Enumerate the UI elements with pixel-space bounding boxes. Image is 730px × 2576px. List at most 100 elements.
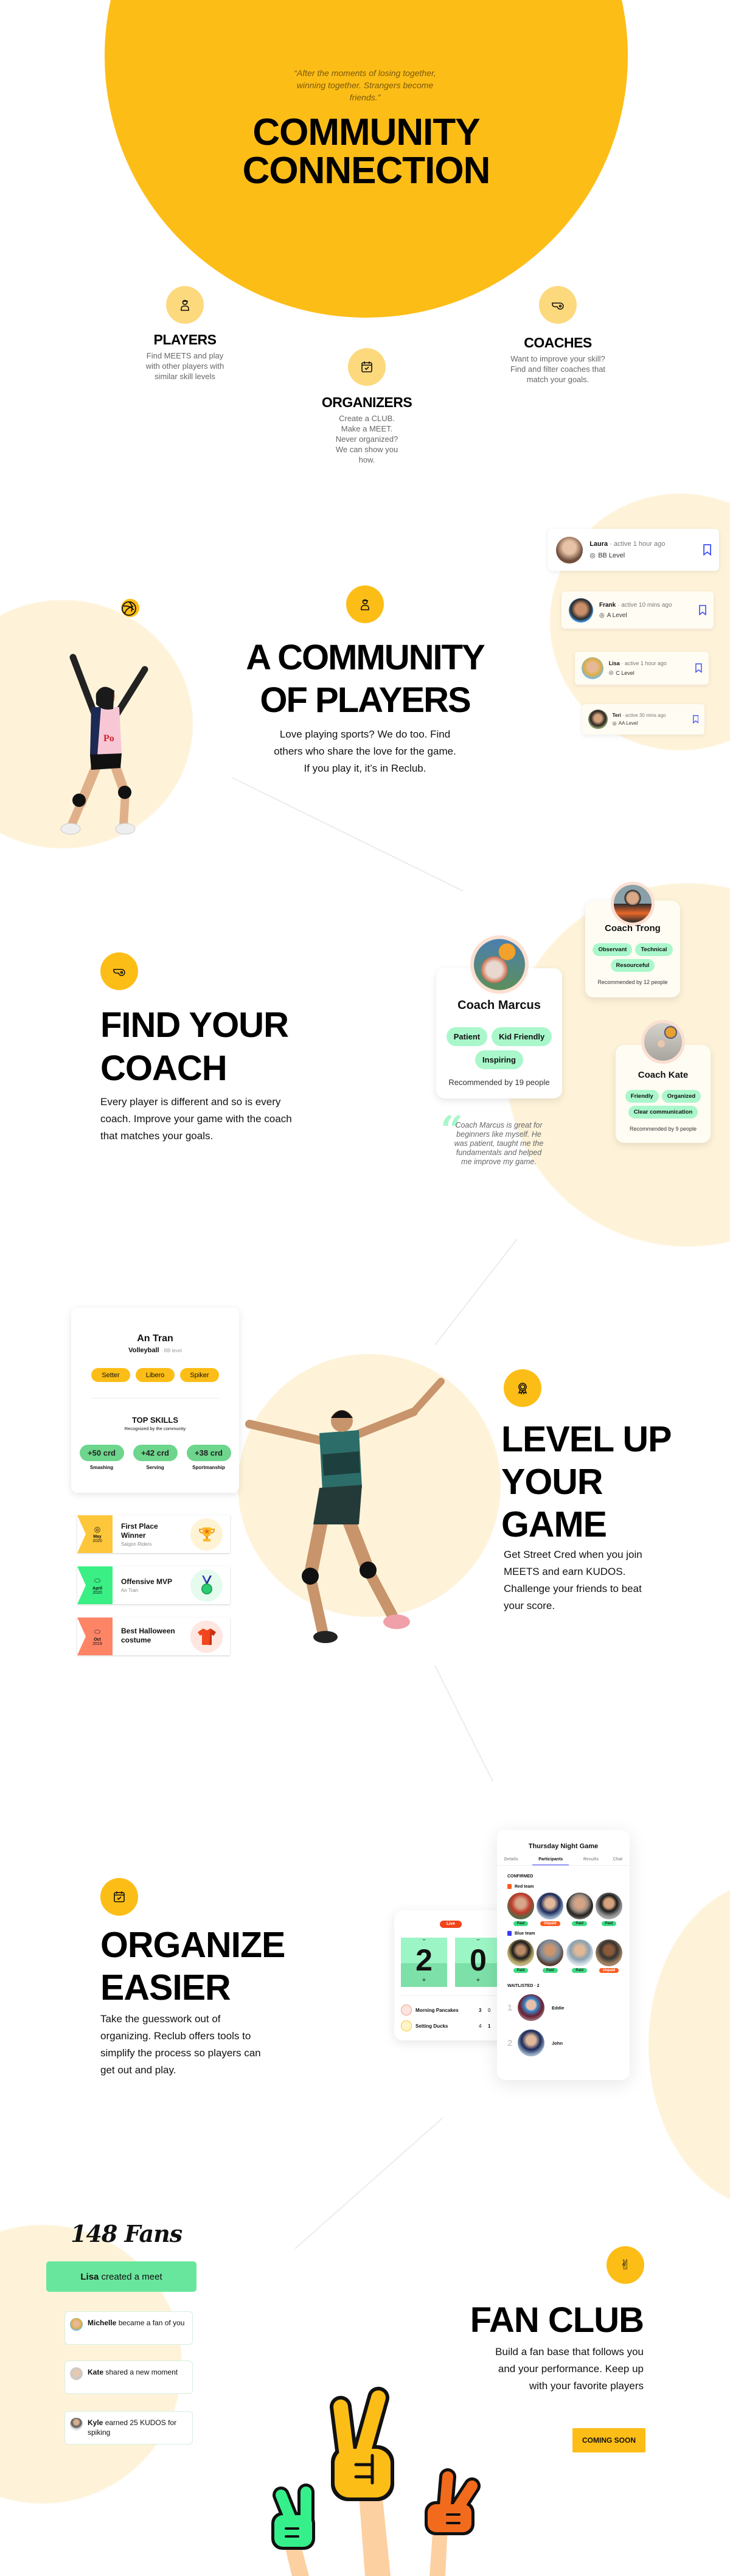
participant[interactable]: Paid [566, 1939, 593, 1973]
participant[interactable]: Unpaid [537, 1893, 564, 1926]
scoreboard-card[interactable]: Live − 2 + − 0 + Morning Pancakes 3 0 Se… [394, 1910, 508, 2040]
whistle-icon [113, 969, 125, 976]
coach-avatar [641, 1020, 685, 1064]
coach-title-line-1: FIND YOUR [100, 1005, 289, 1045]
away-score-box[interactable]: − 0 + [455, 1938, 501, 1987]
team-members: Paid Paid Paid Unpaid [507, 1939, 622, 1973]
coach-tag: Patient [446, 1027, 488, 1046]
coach-name: Coach Marcus [457, 999, 541, 1012]
waitlist-position: 2 [507, 2037, 513, 2048]
profile-sport-line: Volleyball · BB level [71, 1347, 239, 1354]
skill-label: Serving [146, 1465, 164, 1470]
team-members: Paid Unpaid Paid Paid [507, 1893, 622, 1926]
award-month: Oct [94, 1637, 101, 1642]
coming-soon-button[interactable]: COMING SOON [572, 2428, 645, 2452]
football-icon: ⬭ [94, 1576, 101, 1585]
team-name: Morning Pancakes [415, 2007, 459, 2013]
team-header: Red team [507, 1884, 622, 1889]
player-name: Laura [589, 540, 608, 548]
increment-score-button[interactable]: + [476, 1977, 481, 1984]
coach-tag: Organized [661, 1090, 701, 1103]
male-volleyball-player-image [245, 1378, 445, 1643]
coach-section-title: FIND YOUR COACH [100, 1004, 289, 1090]
player-card-lisa[interactable]: Lisa · active 1 hour ago ◎C Level [575, 652, 709, 685]
notification-item[interactable]: Kate shared a new moment [64, 2361, 193, 2394]
increment-score-button[interactable]: + [422, 1977, 426, 1984]
organize-title-line-1: ORGANIZE [100, 1925, 285, 1965]
coach-testimonial: Coach Marcus is great for beginners like… [454, 1121, 544, 1166]
notification-item[interactable]: Kyle earned 25 KUDOS for spiking [64, 2411, 193, 2445]
decrement-score-button[interactable]: − [422, 1937, 426, 1944]
feature-title: ORGANIZERS [321, 394, 412, 410]
team-set-score: 1 [488, 2023, 491, 2029]
organize-section-body: Take the guesswork out of organizing. Re… [100, 2013, 261, 2076]
feature-desc: Want to improve your skill? Find and fil… [510, 354, 606, 384]
decrement-score-button[interactable]: − [476, 1937, 480, 1944]
coach-section-icon-circle [100, 952, 138, 990]
player-card-frank[interactable]: Frank · active 10 mins ago ◎A Level [561, 592, 714, 629]
bookmark-icon[interactable] [692, 715, 699, 724]
participant[interactable]: Paid [507, 1939, 534, 1973]
tab-chat[interactable]: Chat [613, 1857, 623, 1862]
award-title: Offensive MVP [121, 1577, 173, 1586]
coach-tag: Friendly [625, 1090, 659, 1103]
payment-status-badge: Unpaid [540, 1921, 560, 1926]
players-title-line-2: OF PLAYERS [260, 680, 471, 720]
award-month: May [93, 1535, 102, 1539]
avatar [70, 2418, 83, 2431]
tab-participants[interactable]: Participants [532, 1857, 569, 1865]
player-card-teri[interactable]: Teri · active 30 mins ago ◎AA Level [582, 704, 704, 735]
participant[interactable]: Paid [595, 1893, 622, 1926]
home-score-box[interactable]: − 2 + [401, 1938, 447, 1987]
position-tag: Setter [91, 1368, 130, 1382]
level-section-icon-circle [504, 1369, 541, 1407]
hero-title-line-2: CONNECTION [242, 150, 491, 192]
participant[interactable]: Paid [537, 1939, 564, 1973]
tab-results[interactable]: Results [583, 1857, 599, 1862]
avatar [569, 598, 593, 623]
medal-icon [190, 1569, 223, 1602]
players-title-line-1: A COMMUNITY [246, 638, 485, 677]
top-skills-subtitle: Recognized by the community [124, 1426, 186, 1431]
player-activity: · active 30 mins ago [622, 712, 666, 718]
participant[interactable]: Paid [566, 1893, 593, 1926]
team-name: Blue team [515, 1931, 535, 1936]
payment-status-badge: Paid [513, 1968, 529, 1973]
profile-sport: Volleyball [128, 1347, 159, 1354]
avatar [518, 1994, 544, 2021]
coach-name: Coach Trong [605, 923, 661, 934]
player-name: Lisa [608, 660, 620, 666]
award-month: April [92, 1586, 102, 1591]
skill-credits: +50 crd [79, 1445, 124, 1461]
participant[interactable]: Paid [507, 1893, 534, 1926]
coach-card-kate[interactable]: Coach Kate Friendly Organized Clear comm… [616, 1020, 711, 1143]
avatar [588, 710, 608, 729]
avatar [537, 1893, 564, 1919]
player-profile-card[interactable]: An Tran Volleyball · BB level Setter Lib… [71, 1308, 239, 1493]
top-skills-title: TOP SKILLS [131, 1415, 179, 1425]
notification-item[interactable]: Michelle became a fan of you [64, 2311, 193, 2345]
activity-banner: Lisa created a meet [46, 2261, 196, 2292]
bookmark-icon[interactable] [695, 663, 703, 673]
coach-card-trong[interactable]: Coach Trong Observant Technical Resource… [585, 882, 680, 997]
bookmark-icon[interactable] [703, 544, 711, 556]
avatar [70, 2318, 83, 2331]
fan-club-icon-circle: ✌ [607, 2246, 644, 2284]
participant[interactable]: Unpaid [595, 1939, 622, 1973]
volleyball-icon: ◎ [608, 669, 614, 676]
player-card-laura[interactable]: Laura · active 1 hour ago ◎BB Level [548, 529, 719, 571]
coach-tag: Inspiring [475, 1050, 523, 1069]
coach-card-marcus[interactable]: Coach Marcus Patient Kid Friendly Inspir… [436, 935, 562, 1098]
tab-details[interactable]: Details [504, 1857, 518, 1862]
position-tag: Spiker [180, 1368, 219, 1382]
team-score-row: Morning Pancakes 3 0 [401, 2005, 493, 2016]
bookmark-icon[interactable] [699, 605, 706, 615]
